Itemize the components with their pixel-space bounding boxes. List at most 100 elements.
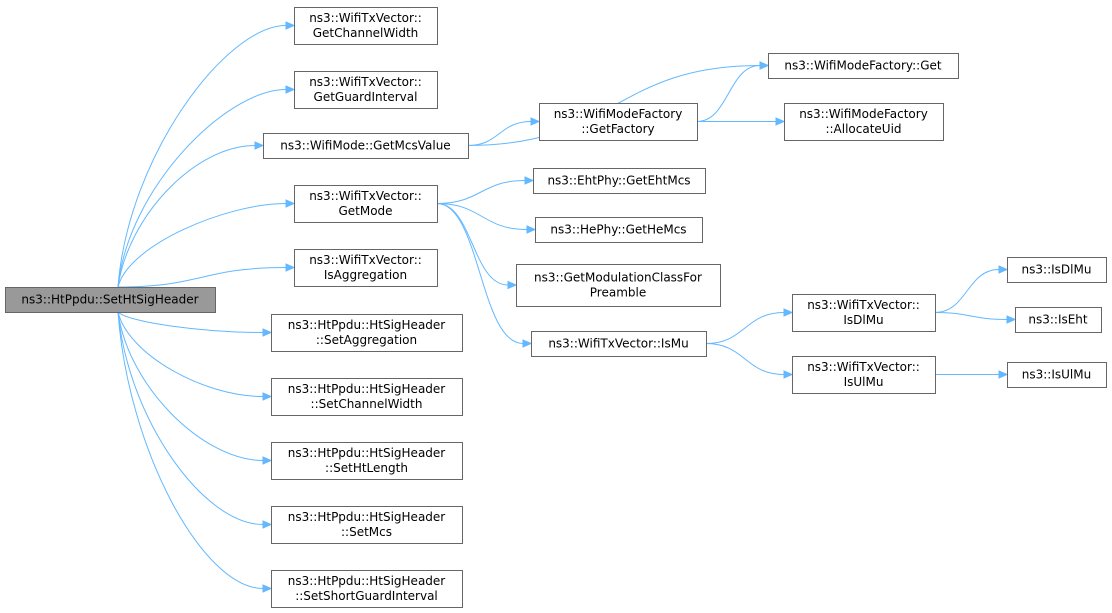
node-box xyxy=(539,103,698,141)
node-label: ns3::IsDlMu xyxy=(1022,263,1092,277)
arrowhead-isdlmu-isdlmu2 xyxy=(998,265,1009,274)
graph-node-mfget[interactable]: ns3::WifiModeFactory::Get xyxy=(768,53,959,79)
node-label: GetMode xyxy=(338,204,392,218)
node-label: ns3::HtPpdu::HtSigHeader xyxy=(288,318,446,332)
arrowhead-mfgetf-mfget xyxy=(759,61,770,70)
graph-node-mfuid[interactable]: ns3::WifiModeFactory::AllocateUid xyxy=(784,103,944,141)
edge-gmode-ismu xyxy=(436,203,524,344)
graph-node-isulmu[interactable]: ns3::WifiTxVector::IsUlMu xyxy=(792,356,936,394)
node-label: ns3::EhtPhy::GetEhtMcs xyxy=(547,174,690,188)
graph-node-setmcs[interactable]: ns3::HtPpdu::HtSigHeader::SetMcs xyxy=(271,506,463,544)
graph-node-setsgi[interactable]: ns3::HtPpdu::HtSigHeader::SetShortGuardI… xyxy=(271,570,463,608)
edge-mfgetf-mfget xyxy=(696,65,761,122)
edge-root-isagg xyxy=(117,267,287,288)
node-box xyxy=(784,103,944,141)
graph-node-ggi[interactable]: ns3::WifiTxVector::GetGuardInterval xyxy=(294,71,438,109)
arrowhead-root-gmcs xyxy=(254,141,265,150)
graph-node-ismu[interactable]: ns3::WifiTxVector::IsMu xyxy=(531,331,707,357)
arrowhead-root-setcw xyxy=(262,392,273,401)
arrowhead-isulmu-isulmu2 xyxy=(998,370,1009,379)
graph-node-mfgetf[interactable]: ns3::WifiModeFactory::GetFactory xyxy=(539,103,698,141)
arrowhead-root-isagg xyxy=(285,263,296,272)
node-box xyxy=(271,442,463,480)
node-label: ::SetAggregation xyxy=(316,333,417,347)
node-label: ns3::HtPpdu::SetHtSigHeader xyxy=(21,293,198,307)
node-label: Preamble xyxy=(590,286,646,300)
arrowhead-gmode-gmcp xyxy=(507,280,518,290)
node-box xyxy=(263,133,469,159)
node-label: ::AllocateUid xyxy=(825,122,901,136)
node-label: IsDlMu xyxy=(843,313,883,327)
node-label: ::SetShortGuardInterval xyxy=(295,589,438,603)
arrowhead-root-setagg xyxy=(262,328,273,337)
node-label: ns3::HtPpdu::HtSigHeader xyxy=(288,382,446,396)
node-box xyxy=(768,53,959,79)
arrowhead-ismu-isdlmu xyxy=(783,308,794,317)
edge-isdlmu-isdlmu2 xyxy=(934,269,1000,313)
edge-root-setcw xyxy=(117,311,264,397)
node-label: ns3::WifiMode::GetMcsValue xyxy=(280,139,450,153)
arrowhead-ismu-isulmu xyxy=(783,370,794,379)
edge-root-gcw xyxy=(117,25,287,288)
node-label: ns3::WifiTxVector:: xyxy=(807,360,920,374)
graph-node-eht[interactable]: ns3::EhtPhy::GetEhtMcs xyxy=(533,168,706,194)
graph-node-setagg[interactable]: ns3::HtPpdu::HtSigHeader::SetAggregation xyxy=(271,314,463,352)
graph-node-he[interactable]: ns3::HePhy::GetHeMcs xyxy=(535,217,703,243)
edge-root-setagg xyxy=(117,311,264,333)
graph-node-iseht[interactable]: ns3::IsEht xyxy=(1015,307,1102,333)
node-label: IsUlMu xyxy=(844,375,884,389)
graph-node-root[interactable]: ns3::HtPpdu::SetHtSigHeader xyxy=(5,287,216,313)
node-box xyxy=(294,249,438,287)
call-graph-nodes: ns3::HtPpdu::SetHtSigHeaderns3::WifiTxVe… xyxy=(5,7,1107,608)
arrowhead-mfgetf-mfuid xyxy=(775,117,786,126)
edge-ismu-isulmu xyxy=(705,343,785,375)
arrowhead-root-gmode xyxy=(285,199,296,208)
node-label: GetChannelWidth xyxy=(313,26,419,40)
node-box xyxy=(533,168,706,194)
node-label: IsAggregation xyxy=(324,268,407,282)
edge-root-setsgi xyxy=(117,311,264,589)
node-box xyxy=(792,294,936,332)
arrowhead-gmode-he xyxy=(526,225,537,234)
node-label: ns3::IsEht xyxy=(1028,313,1088,327)
node-box xyxy=(535,217,703,243)
node-label: ::SetMcs xyxy=(341,525,392,539)
node-label: ns3::WifiModeFactory::Get xyxy=(784,59,941,73)
edge-root-ggi xyxy=(117,89,287,288)
edge-root-sethtl xyxy=(117,311,264,461)
node-label: ns3::GetModulationClassFor xyxy=(534,271,702,285)
node-label: ::GetFactory xyxy=(581,122,654,136)
node-box xyxy=(271,570,463,608)
arrowhead-gmode-eht xyxy=(524,176,535,185)
node-label: ns3::WifiModeFactory xyxy=(554,107,683,121)
graph-node-isdlmu[interactable]: ns3::WifiTxVector::IsDlMu xyxy=(792,294,936,332)
graph-node-isagg[interactable]: ns3::WifiTxVector::IsAggregation xyxy=(294,249,438,287)
edge-root-setmcs xyxy=(117,311,264,525)
node-label: ns3::HtPpdu::HtSigHeader xyxy=(288,574,446,588)
node-box xyxy=(1007,257,1107,283)
node-box xyxy=(1015,307,1102,333)
node-box xyxy=(516,264,721,307)
graph-node-isdlmu2[interactable]: ns3::IsDlMu xyxy=(1007,257,1107,283)
node-label: ns3::HtPpdu::HtSigHeader xyxy=(288,446,446,460)
node-label: ::SetHtLength xyxy=(325,461,408,475)
node-box xyxy=(294,71,438,109)
node-label: ns3::HePhy::GetHeMcs xyxy=(550,223,686,237)
node-label: ns3::WifiTxVector::IsMu xyxy=(548,337,688,351)
node-label: ns3::WifiTxVector:: xyxy=(309,253,422,267)
edge-root-gmode xyxy=(117,203,287,288)
node-box xyxy=(792,356,936,394)
graph-node-gmcs[interactable]: ns3::WifiMode::GetMcsValue xyxy=(263,133,469,159)
node-label: ns3::WifiTxVector:: xyxy=(807,298,920,312)
arrowhead-gmcs-mfgetf xyxy=(530,117,541,126)
arrowhead-root-setmcs xyxy=(262,520,273,529)
node-box xyxy=(294,185,438,223)
graph-node-sethtl[interactable]: ns3::HtPpdu::HtSigHeader::SetHtLength xyxy=(271,442,463,480)
graph-node-isulmu2[interactable]: ns3::IsUlMu xyxy=(1007,362,1107,388)
graph-node-setcw[interactable]: ns3::HtPpdu::HtSigHeader::SetChannelWidt… xyxy=(271,378,463,416)
graph-node-gmode[interactable]: ns3::WifiTxVector::GetMode xyxy=(294,185,438,223)
graph-node-gcw[interactable]: ns3::WifiTxVector::GetChannelWidth xyxy=(294,7,438,45)
node-box xyxy=(271,506,463,544)
